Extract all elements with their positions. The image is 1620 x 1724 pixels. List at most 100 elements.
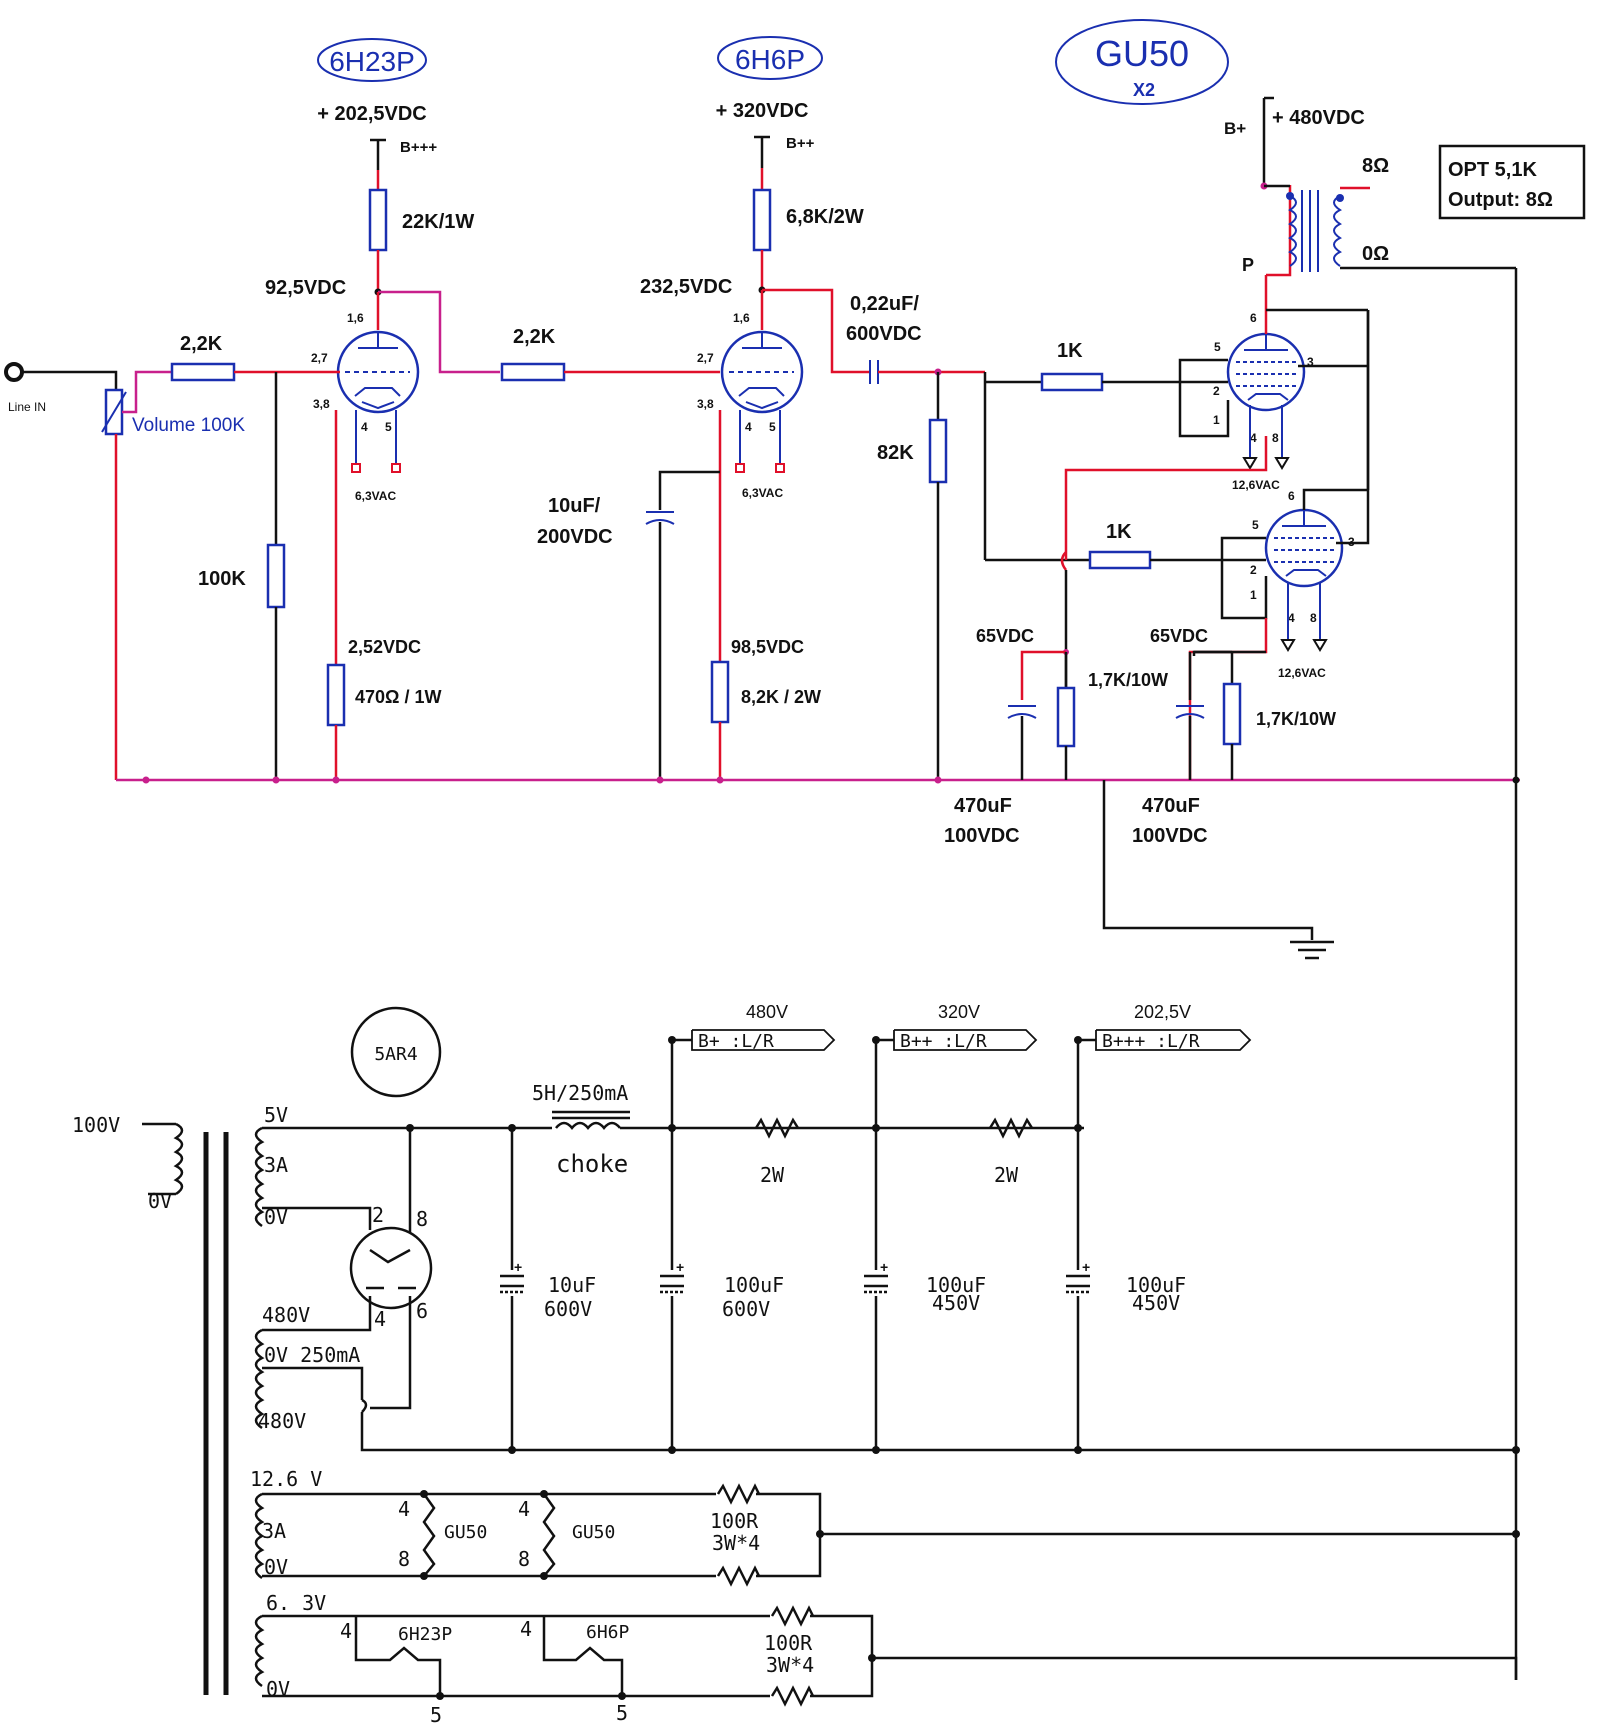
cap-100uf-450v-a: +: [862, 1259, 890, 1296]
tr-secondary-6-3v: [254, 1614, 265, 1688]
resistor-1-7k-b: [1222, 682, 1242, 746]
label-22k: 22K/1W: [402, 211, 474, 233]
label-tr-primary: 100V: [72, 1113, 120, 1137]
gu-top-pin8: 8: [1272, 431, 1279, 445]
rect-pin2: 2: [372, 1203, 384, 1227]
gu-heater-pin4-a: 4: [398, 1497, 410, 1521]
label-line-in: Line IN: [8, 400, 46, 414]
label-65vdc-b: 65VDC: [1150, 626, 1208, 646]
label-b-plus: B+: [1224, 119, 1246, 138]
rect-pin8: 8: [416, 1207, 428, 1231]
rect-pin6: 6: [416, 1299, 428, 1323]
resistor-470-ohm: [326, 663, 346, 727]
resistor-22k: [368, 188, 388, 252]
label-10uf: 10uF/: [548, 495, 601, 517]
label-c3a: 100uF: [926, 1273, 986, 1297]
label-2-2k-in: 2,2K: [180, 333, 223, 355]
label-6-3v: 6. 3V: [266, 1591, 326, 1615]
label-opt-5-1k: OPT 5,1K: [1448, 159, 1537, 181]
tr-secondary-5v: [254, 1126, 265, 1228]
tr-secondary-12-6v: [254, 1492, 265, 1580]
label-c1b: 600V: [544, 1297, 592, 1321]
label-volume-100k: Volume 100K: [132, 415, 245, 436]
label-470uf-a: 470uF: [954, 795, 1012, 817]
svg-text:+: +: [880, 1259, 888, 1275]
pin-2-7: 2,7: [311, 351, 328, 365]
label-choke: choke: [556, 1150, 628, 1178]
resistor-1k-g2: [1088, 550, 1152, 570]
pin-1-6: 1,6: [347, 311, 364, 325]
cap-100uf-450v-b: +: [1064, 1259, 1092, 1296]
rail-202-5v: 202,5V: [1134, 1002, 1191, 1022]
resistor-100r-b-bot: [770, 1685, 815, 1707]
supply-b2-tag: B++: [786, 135, 815, 152]
label-0-22uf: 0,22uF/: [850, 293, 919, 315]
label-470uf-b: 470uF: [1142, 795, 1200, 817]
pin-4-b: 4: [745, 420, 752, 434]
opt-secondary-coil: [1333, 195, 1342, 267]
heater-label-6h6p: 6H6P: [586, 1622, 630, 1643]
label-plate-p: P: [1242, 255, 1254, 275]
pin-4: 4: [361, 420, 368, 434]
label-0v-h2: 0V: [266, 1677, 290, 1701]
gu-top-pin2: 2: [1213, 384, 1220, 398]
rectifier-label-circle: [350, 1006, 442, 1098]
cap-100uf-600v: +: [658, 1259, 686, 1296]
label-2-2k-mid: 2,2K: [513, 326, 556, 348]
label-65vdc-a: 65VDC: [976, 626, 1034, 646]
label-3a: 3A: [264, 1153, 288, 1177]
label-82k: 82K: [877, 442, 914, 464]
label-3a-h: 3A: [262, 1519, 286, 1543]
pin-5: 5: [385, 420, 392, 434]
label-1k-g2: 1K: [1106, 521, 1132, 543]
resistor-2-2k-mid: [500, 362, 566, 382]
gu-bot-pin2: 2: [1250, 563, 1257, 577]
tube-label-6h6p: 6H6P: [735, 44, 805, 75]
supply-b1-voltage: + 480VDC: [1272, 107, 1365, 129]
label-100r-b: 100R: [764, 1631, 813, 1655]
tube-label-oval-6h23p: [317, 38, 427, 82]
label-c4a: 100uF: [1126, 1273, 1186, 1297]
gu-top-pin6: 6: [1250, 311, 1257, 325]
rect-pin4: 4: [374, 1307, 386, 1331]
opt-primary-coil: [1288, 195, 1297, 267]
gu-bot-pin8: 8: [1310, 611, 1317, 625]
label-2w-b: 2W: [994, 1163, 1019, 1187]
tr-primary-coil: [173, 1122, 184, 1196]
opt-info-box: [1438, 144, 1586, 220]
line-in-jack-icon[interactable]: [4, 362, 24, 382]
pin-5-b: 5: [769, 420, 776, 434]
label-plate2-voltage: 232,5VDC: [640, 276, 732, 298]
supply-b3-voltage: + 202,5VDC: [317, 103, 427, 125]
resistor-100k-grid: [266, 543, 286, 609]
label-3w4-b: 3W*4: [766, 1653, 814, 1677]
label-12-6v: 12.6 V: [250, 1467, 322, 1491]
gu-top-pin3: 3: [1307, 355, 1314, 369]
label-c2a: 100uF: [724, 1273, 784, 1297]
label-100k-grid: 100K: [198, 568, 246, 590]
resistor-1k-g1: [1040, 372, 1104, 392]
gu-bot-pin1: 1: [1250, 588, 1257, 602]
label-100vdc-a: 100VDC: [944, 825, 1020, 847]
label-c3b: 450V: [932, 1291, 980, 1315]
resistor-82k: [928, 418, 948, 484]
heater-pin5-t1: 5: [430, 1703, 442, 1724]
svg-text:+: +: [1082, 1259, 1090, 1275]
gu-top-pin1: 1: [1213, 413, 1220, 427]
label-100vdc-b: 100VDC: [1132, 825, 1208, 847]
resistor-2w-b: [988, 1117, 1034, 1139]
resistor-2w-a: [754, 1117, 800, 1139]
rail-tag-b2: B++ :L/R: [900, 1031, 987, 1052]
heater-12-6vac-bot: 12,6VAC: [1278, 666, 1326, 680]
label-cathode2-voltage: 98,5VDC: [731, 637, 804, 657]
gu-bot-pin4: 4: [1288, 611, 1295, 625]
label-1-7k-a: 1,7K/10W: [1088, 670, 1168, 690]
rail-tag-b3: B+++ :L/R: [1102, 1031, 1200, 1052]
heater-label-6h23p: 6H23P: [398, 1624, 452, 1645]
resistor-6-8k: [752, 188, 772, 252]
label-c4b: 450V: [1132, 1291, 1180, 1315]
gu-top-pin4: 4: [1250, 431, 1257, 445]
label-8-2k: 8,2K / 2W: [741, 687, 821, 707]
